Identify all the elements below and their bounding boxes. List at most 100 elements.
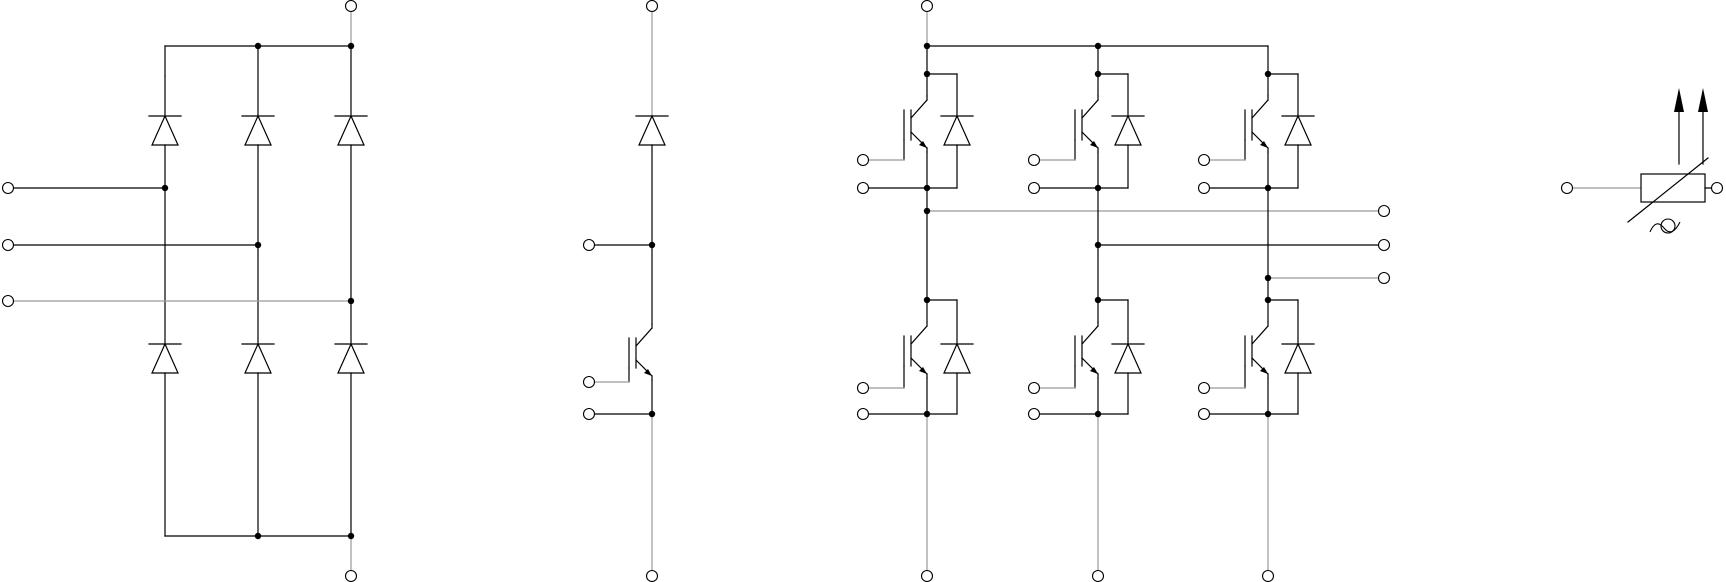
terminal-icon (1560, 181, 1574, 195)
junction-dot-icon (347, 297, 355, 305)
igbt-icon (1039, 321, 1099, 389)
igbt-collector-lead (910, 325, 928, 345)
terminal-icon (1377, 204, 1391, 218)
terminal-icon (582, 375, 596, 389)
terminal-icon (1377, 271, 1391, 285)
junction-dot-icon (923, 70, 931, 78)
terminal-icon (582, 407, 596, 421)
diode-triangle (337, 114, 365, 146)
terminal-icon (1, 294, 15, 308)
junction-dot-icon (1264, 70, 1272, 78)
igbt-emitter-arrow (1090, 141, 1098, 148)
terminal-icon (856, 181, 870, 195)
junction-dot-icon (1094, 296, 1102, 304)
diode-triangle (1114, 342, 1142, 374)
diode-triangle (337, 342, 365, 374)
igbt-emitter-arrow (1090, 367, 1098, 374)
terminal-icon (344, 569, 358, 582)
diode-triangle (244, 114, 272, 146)
igbt-emitter-arrow (919, 367, 927, 374)
terminal-icon (856, 153, 870, 167)
diode-triangle (151, 114, 179, 146)
terminal-icon (1197, 381, 1211, 395)
junction-dot-icon (1264, 410, 1272, 418)
junction-dot-icon (347, 42, 355, 50)
igbt-collector-lead (1251, 325, 1269, 345)
terminal-icon (1197, 153, 1211, 167)
terminal-icon (856, 407, 870, 421)
diode-icon (334, 114, 368, 146)
diode-icon (334, 342, 368, 374)
diode-icon (241, 342, 275, 374)
igbt-collector-lead (1081, 99, 1099, 119)
terminal-icon (1091, 569, 1105, 582)
igbt-emitter-arrow (1260, 141, 1268, 148)
junction-dot-icon (923, 42, 931, 50)
igbt-collector-lead (635, 327, 653, 347)
igbt-icon (1039, 95, 1099, 161)
igbt-emitter-arrow (919, 141, 927, 148)
diode-triangle (1284, 114, 1312, 146)
diode-triangle (638, 114, 666, 146)
thermistor-loop (1660, 218, 1676, 234)
junction-dot-icon (1264, 184, 1272, 192)
temperature-arrow-icon (1698, 88, 1708, 165)
diode-triangle (1284, 342, 1312, 374)
diode-icon (940, 342, 974, 374)
igbt-icon (1209, 95, 1269, 161)
terminal-icon (582, 238, 596, 252)
terminal-icon (1197, 407, 1211, 421)
terminal-icon (1197, 181, 1211, 195)
junction-dot-icon (254, 532, 262, 540)
diode-icon (148, 342, 182, 374)
diode-icon (1111, 114, 1145, 146)
junction-dot-icon (254, 42, 262, 50)
junction-dot-icon (923, 410, 931, 418)
terminal-icon (1261, 569, 1275, 582)
terminal-icon (856, 381, 870, 395)
junction-dot-icon (1094, 70, 1102, 78)
terminal-icon (1027, 153, 1041, 167)
terminal-icon (1027, 381, 1041, 395)
terminal-icon (645, 0, 659, 13)
terminal-icon (1377, 238, 1391, 252)
junction-dot-icon (254, 241, 262, 249)
terminal-icon (1710, 181, 1724, 195)
igbt-emitter-arrow (1260, 367, 1268, 374)
junction-dot-icon (923, 207, 931, 215)
terminal-icon (920, 0, 934, 13)
temperature-arrow-icon (1674, 88, 1684, 165)
thermistor-icon (1572, 157, 1712, 234)
junction-dot-icon (1264, 274, 1272, 282)
igbt-emitter-arrow (644, 369, 652, 376)
igbt-collector-lead (1251, 99, 1269, 119)
thermistor-slash (1627, 157, 1709, 223)
diode-triangle (943, 114, 971, 146)
terminal-icon (645, 569, 659, 582)
diode-triangle (1114, 114, 1142, 146)
terminal-icon (344, 0, 358, 13)
diode-triangle (244, 342, 272, 374)
arrow-head (1674, 88, 1684, 112)
diode-icon (1281, 342, 1315, 374)
igbt-collector-lead (1081, 325, 1099, 345)
diode-triangle (151, 342, 179, 374)
wires (13, 11, 1379, 571)
junction-dots (161, 42, 1272, 540)
terminal-icon (1027, 181, 1041, 195)
junction-dot-icon (161, 184, 169, 192)
diode-icon (148, 114, 182, 146)
junction-dot-icon (923, 184, 931, 192)
terminal-icon (1, 181, 15, 195)
terminal-icon (1027, 407, 1041, 421)
junction-dot-icon (1094, 184, 1102, 192)
junction-dot-icon (648, 241, 656, 249)
diode-icon (241, 114, 275, 146)
components (148, 88, 1712, 389)
igbt-icon (1209, 321, 1269, 389)
igbt-icon (868, 95, 928, 161)
diode-icon (1111, 342, 1145, 374)
diode-icon (940, 114, 974, 146)
